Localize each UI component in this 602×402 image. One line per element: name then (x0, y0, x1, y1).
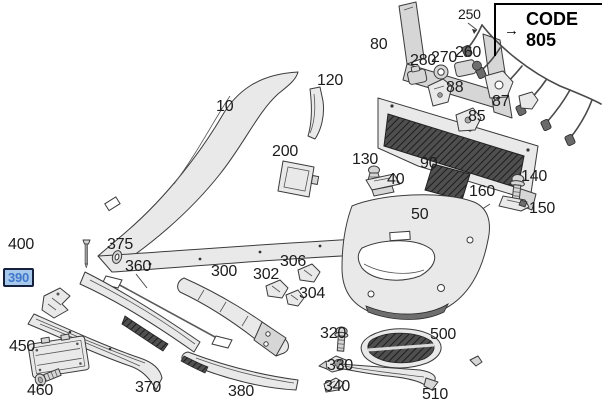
sensor-holder-87 (484, 70, 514, 99)
license-plate-mount-450 (27, 333, 90, 379)
parking-sensor-280 (407, 65, 428, 85)
lip-spoiler-380 (180, 351, 299, 391)
rivet-400 (82, 239, 91, 269)
part-label-130[interactable]: 130 (352, 151, 379, 168)
part-label-370[interactable]: 370 (135, 379, 162, 396)
part-label-40[interactable]: 40 (387, 171, 405, 188)
part-label-150[interactable]: 150 (529, 200, 556, 217)
air-grille-500 (360, 328, 442, 369)
part-label-450[interactable]: 450 (9, 338, 36, 355)
grommet-375 (111, 250, 123, 264)
sensor-holder-85 (455, 107, 482, 132)
part-label-340[interactable]: 340 (324, 378, 351, 395)
sensor-bracket-right (518, 91, 539, 110)
part-label-87[interactable]: 87 (492, 93, 510, 110)
absorber-strip-part (79, 271, 201, 353)
clamp-150 (498, 195, 530, 212)
part-label-200[interactable]: 200 (272, 143, 299, 160)
bolt-140 (510, 174, 525, 202)
code-805-label: CODE 805 (526, 9, 579, 50)
part-label-250[interactable]: 250 (458, 6, 481, 22)
trim-rod-360 (101, 275, 233, 349)
part-label-120[interactable]: 120 (317, 72, 344, 89)
part-label-360[interactable]: 360 (125, 258, 152, 275)
part-label-320[interactable]: 320 (320, 325, 347, 342)
part-label-510[interactable]: 510 (422, 386, 449, 402)
part-label-304[interactable]: 304 (299, 285, 326, 302)
part-label-80[interactable]: 80 (370, 36, 388, 53)
part-label-10[interactable]: 10 (216, 98, 234, 115)
sensor-bracket-88 (427, 78, 453, 107)
part-label-85[interactable]: 85 (468, 108, 486, 125)
trim-510 (337, 363, 439, 391)
sensor-ring-270 (433, 64, 449, 80)
part-label-460[interactable]: 460 (27, 382, 54, 399)
part-label-400[interactable]: 400 (8, 236, 35, 253)
clip-340 (323, 377, 345, 393)
part-label-375[interactable]: 375 (107, 236, 134, 253)
bracket-302 (265, 279, 289, 299)
part-label-140[interactable]: 140 (521, 168, 548, 185)
part-label-260[interactable]: 260 (455, 44, 482, 61)
part-label-300[interactable]: 300 (211, 263, 238, 280)
mounting-bracket-40 (365, 173, 401, 197)
part-label-380[interactable]: 380 (228, 383, 255, 400)
part-label-280[interactable]: 280 (410, 52, 437, 69)
part-label-270[interactable]: 270 (431, 49, 458, 66)
bracket-304 (285, 289, 305, 307)
part-label-390-selected[interactable]: 390 (3, 268, 35, 287)
part-label-88[interactable]: 88 (446, 79, 464, 96)
part-label-306[interactable]: 306 (280, 253, 307, 270)
part-label-90[interactable]: 90 (420, 155, 438, 172)
part-label-50[interactable]: 50 (411, 206, 429, 223)
part-label-330[interactable]: 330 (327, 357, 354, 374)
impact-bar-300 (177, 277, 289, 357)
parking-sensor-260 (454, 59, 482, 78)
code-805-box: → CODE 805 (494, 3, 602, 56)
trim-bracket-120 (307, 86, 324, 140)
bolt-320 (334, 326, 349, 352)
part-label-302[interactable]: 302 (253, 266, 280, 283)
bumper-fascia-part (341, 194, 490, 320)
bracket-390 (41, 287, 71, 319)
clip-extra (469, 355, 483, 367)
radar-module-200 (277, 160, 320, 198)
part-label-500[interactable]: 500 (430, 326, 457, 343)
part-label-160[interactable]: 160 (469, 183, 496, 200)
bracket-306 (297, 263, 321, 283)
right-arrow-icon: → (504, 21, 519, 39)
bolt-460 (34, 368, 62, 387)
